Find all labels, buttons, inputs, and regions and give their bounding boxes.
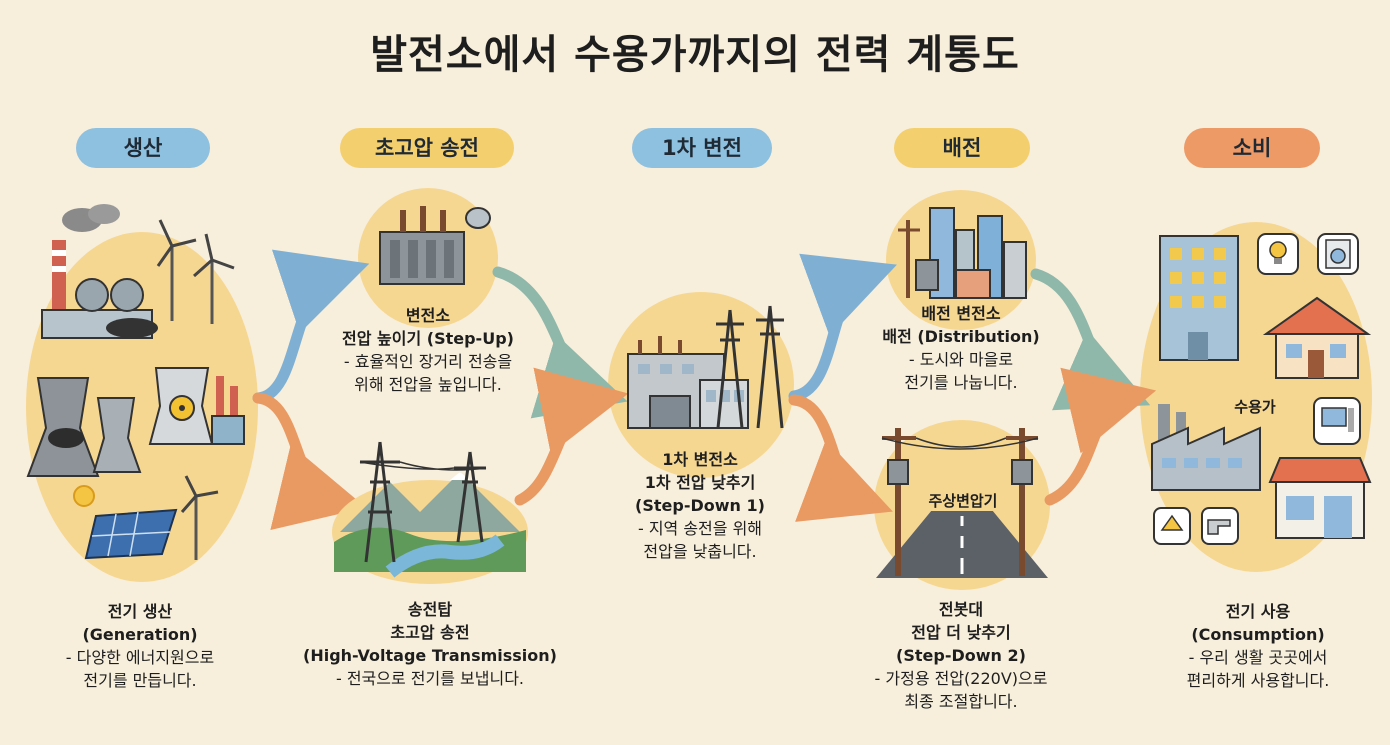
pole-desc-1: - 가정용 전압(220V)으로 — [874, 669, 1048, 688]
substation-up-text: 변전소 전압 높이기 (Step-Up) - 효율적인 장거리 전송을 위해 전… — [318, 304, 538, 396]
distribution-text: 배전 변전소 배전 (Distribution) - 도시와 마을로 전기를 나… — [846, 302, 1076, 394]
tower-title: 송전탑 — [407, 600, 453, 619]
generation-desc-2: 전기를 만듭니다. — [83, 671, 197, 690]
generation-desc-1: - 다양한 에너지원으로 — [65, 648, 215, 667]
distribution-desc-2: 전기를 나눕니다. — [904, 373, 1018, 392]
primary-desc-1: - 지역 송전을 위해 — [637, 519, 763, 538]
page-title: 발전소에서 수용가까지의 전력 계통도 — [370, 32, 1020, 78]
solar-panel-icon — [73, 475, 219, 560]
substation-up-desc-2: 위해 전압을 높입니다. — [354, 375, 502, 394]
primary-desc-2: 전압을 낮춥니다. — [643, 542, 757, 561]
lamp-icon — [1153, 507, 1191, 545]
house-icon — [1262, 296, 1372, 379]
shop-icon — [1268, 457, 1372, 539]
pole-transformer-label: 주상변압기 — [918, 490, 1008, 511]
arrow-primary-to-distribution — [788, 253, 897, 402]
pole-subtitle: 전압 더 낮추기 — [911, 623, 1011, 642]
consumer-subtitle: (Consumption) — [1191, 625, 1325, 644]
generation-subtitle: (Generation) — [82, 625, 198, 644]
pole-title: 전봇대 — [938, 600, 984, 619]
wind-turbine-icon — [156, 219, 235, 324]
stage-pill-consumption: 소비 — [1184, 128, 1320, 168]
arrow-tower-to-primary — [514, 367, 629, 506]
primary-substation-icon — [627, 305, 784, 429]
consumer-desc-2: 편리하게 사용합니다. — [1186, 671, 1330, 690]
pole-text: 전봇대 전압 더 낮추기 (Step-Down 2) - 가정용 전압(220V… — [846, 598, 1076, 713]
city-icon — [898, 207, 1027, 299]
primary-title: 1차 변전소 — [662, 450, 738, 469]
tower-subtitle: 초고압 송전 — [390, 623, 470, 642]
tower-text: 송전탑 초고압 송전 (High-Voltage Transmission) -… — [290, 598, 570, 690]
arrow-gen-to-substation — [252, 249, 370, 404]
washing-machine-icon — [1317, 233, 1359, 275]
pole-desc-2: 최종 조절합니다. — [904, 692, 1018, 711]
arrow-pole-to-consumer — [1044, 367, 1157, 506]
consumer-title: 전기 사용 — [1225, 602, 1291, 621]
generation-title: 전기 생산 — [107, 602, 173, 621]
distribution-title: 배전 변전소 — [921, 304, 1001, 323]
transmission-tower-icon — [332, 441, 528, 584]
stage-pill-transmission: 초고압 송전 — [340, 128, 514, 168]
computer-icon — [1313, 397, 1361, 445]
consumer-desc-1: - 우리 생활 곳곳에서 — [1188, 648, 1328, 667]
stage-pill-primary-substation: 1차 변전 — [632, 128, 772, 168]
factory-icon — [41, 204, 158, 339]
distribution-subtitle: 배전 (Distribution) — [882, 327, 1040, 346]
nuclear-plant-icon — [148, 367, 245, 445]
stage-pill-distribution: 배전 — [894, 128, 1030, 168]
substation-up-subtitle: 전압 높이기 (Step-Up) — [342, 329, 514, 348]
primary-text: 1차 변전소 1차 전압 낮추기 (Step-Down 1) - 지역 송전을 … — [580, 448, 820, 563]
consumer-label: 수용가 — [1234, 398, 1276, 416]
apartment-building-icon — [1159, 235, 1239, 361]
primary-subtitle-en: (Step-Down 1) — [635, 496, 765, 515]
cooling-tower-icon — [26, 377, 142, 477]
transformer-icon — [379, 206, 491, 285]
consumer-text: 전기 사용 (Consumption) - 우리 생활 곳곳에서 편리하게 사용… — [1146, 600, 1370, 692]
stage-pill-generation: 생산 — [76, 128, 210, 168]
primary-subtitle: 1차 전압 낮추기 — [644, 473, 756, 492]
generation-text: 전기 생산 (Generation) - 다양한 에너지원으로 전기를 만듭니다… — [30, 600, 250, 692]
pole-subtitle-en: (Step-Down 2) — [896, 646, 1026, 665]
tower-subtitle-en: (High-Voltage Transmission) — [303, 646, 557, 665]
substation-up-title: 변전소 — [405, 306, 451, 325]
factory-building-icon — [1151, 404, 1261, 491]
lightbulb-icon — [1257, 233, 1299, 275]
distribution-desc-1: - 도시와 마을로 — [908, 350, 1014, 369]
utility-pole-icon — [876, 428, 1048, 578]
arrow-gen-to-tower — [252, 392, 367, 530]
substation-up-desc-1: - 효율적인 장거리 전송을 — [343, 352, 513, 371]
sewing-machine-icon — [1201, 507, 1239, 545]
tower-desc-1: - 전국으로 전기를 보냅니다. — [335, 669, 525, 688]
arrow-primary-to-pole — [788, 394, 893, 522]
